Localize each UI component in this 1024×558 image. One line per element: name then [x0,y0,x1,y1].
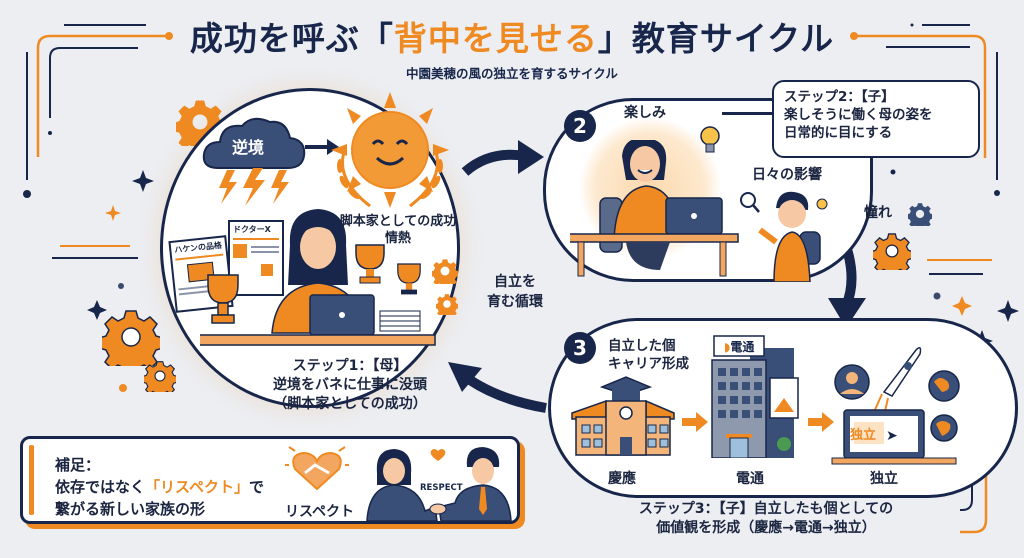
success-label: 脚本家としての成功 情熱 [339,214,457,246]
document-title: ドクターX [233,225,271,234]
laptop-screen-text: 独立 [850,428,877,443]
stage-label-independence: 独立 [870,471,898,487]
gear-icon [436,294,458,315]
independence-illustration [831,347,960,465]
cloud-icon [202,117,306,169]
office-building-icon [711,335,799,458]
joy-label: 楽しみ [624,105,666,121]
stage-label-keio: 慶應 [608,471,636,487]
arrow-right-icon [682,412,708,432]
gear-icon [102,310,160,366]
heart-handshake-icon [285,446,349,491]
trophy-icon [355,244,385,284]
dentsu-sign: ◗電通 [724,340,755,354]
trophy-icon [397,263,421,295]
note-box: 補足： 依存ではなく「リスペクト」で 繋がる新しい家族の形 リスペクト RESP… [20,436,520,524]
step3-caption: ステップ3：【子】自立したも個としての 価値観を形成（慶應→電通→独立） [638,501,894,536]
respect-highlight: 「リスペクト」 [145,477,249,496]
stage-label-dentsu: 電通 [736,471,764,487]
note-accent-bar [29,445,34,515]
gear-icon [908,203,932,226]
note-text: 補足： 依存ではなく「リスペクト」で 繋がる新しい家族の形 [55,456,264,518]
cursor-icon: ➤ [886,428,898,444]
cloud-label: 逆境 [232,138,265,157]
page-title: 成功を呼ぶ「背中を見せる」教育サイクル [189,19,835,58]
arrow-right-icon [808,412,834,432]
mother-happy-illustration [570,140,739,277]
page-subtitle: 中園美穂の風の独立を育するサイクル [406,66,618,81]
step1-caption: ステップ1：【母】 逆境をバネに仕事に没頭 （脚本家としての成功） [273,358,427,412]
callout-connector [722,112,774,115]
document-doctorx-card: ドクターX [228,220,284,296]
lightning-icon [219,168,289,206]
influence-label: 日々の影響 [752,167,822,183]
corner-frame-top-left [23,24,173,198]
title-highlight: 背中を見せる [393,19,598,58]
university-building-icon [571,376,675,456]
admiration-label: 憧れ [864,205,892,221]
sun-icon [331,92,449,208]
child-illustration [740,191,828,282]
cycle-center-label: 自立を 育む循環 [487,274,543,311]
gear-icon [873,233,911,270]
mother-working-illustration [200,209,436,346]
step2-callout: ステップ2：【子】 楽しそうに働く母の姿を 日常的に目にする [772,80,980,158]
step3-header: 自立した個 キャリア形成 [608,338,689,372]
respect-icon-label: リスペクト [285,504,355,520]
dentsu-logo-icon: ◗ [724,340,731,354]
lightbulb-icon [700,126,720,153]
gear-icon [432,259,458,284]
handshake-people-illustration [366,447,512,521]
step3-number-badge: 3 [564,332,596,364]
laurel-icon [337,151,443,208]
gear-icon [144,361,176,392]
respect-badge: RESPECT [420,483,463,493]
corner-frame-top-right [850,23,1000,196]
step2-number-badge: 2 [564,110,596,142]
arrow-right-icon [305,139,339,155]
trophy-icon [207,274,239,324]
